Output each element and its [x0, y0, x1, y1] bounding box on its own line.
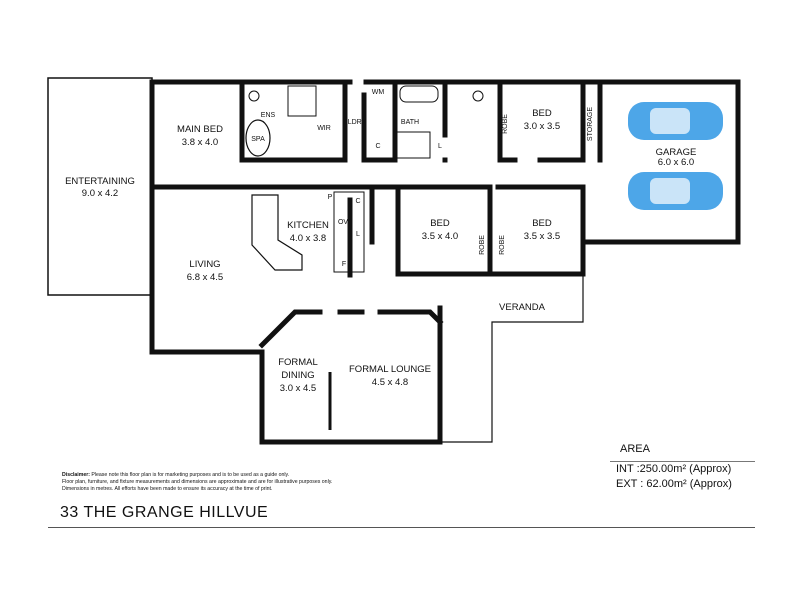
address-title: 33 THE GRANGE HILLVUE — [60, 504, 269, 521]
kitchen-bench — [251, 194, 303, 271]
formal-lounge-label: FORMAL LOUNGE — [349, 364, 431, 375]
bed-top-size: 3.0 x 3.5 — [524, 121, 560, 132]
area-title: AREA — [620, 443, 650, 455]
entertaining-size: 9.0 x 4.2 — [82, 188, 118, 199]
living-size: 6.8 x 4.5 — [187, 272, 223, 283]
veranda-label: VERANDA — [499, 302, 546, 313]
formal-lounge-size: 4.5 x 4.8 — [372, 377, 408, 388]
garage-label: GARAGE — [656, 147, 697, 158]
toilet-bath — [472, 90, 484, 102]
disclaimer-text2: Floor plan, furniture, and fixture measu… — [62, 479, 333, 485]
spa-bath — [245, 119, 271, 157]
kitchen-cupboard-label: C — [355, 198, 360, 205]
ens-label: ENS — [261, 112, 276, 119]
oven-label: OV — [338, 219, 348, 226]
bed-top-label: BED — [532, 108, 552, 119]
living-label: LIVING — [189, 259, 220, 270]
bed-right-size: 3.5 x 3.5 — [524, 231, 560, 242]
disclaimer-text1: Please note this floor plan is for marke… — [89, 472, 290, 478]
formal-dining-line1: FORMAL — [278, 357, 318, 368]
fridge-label: F — [342, 261, 346, 268]
disclaimer-text3: Dimensions in metres. All efforts have b… — [62, 486, 273, 492]
kitchen-linen-label: L — [356, 231, 360, 238]
bathtub — [399, 85, 439, 103]
bed-mid-label: BED — [430, 218, 450, 229]
disclaimer: Disclaimer: Please note this floor plan … — [62, 472, 382, 493]
garage-size: 6.0 x 6.0 — [658, 157, 694, 168]
formal-angled-wall — [258, 309, 444, 349]
kitchen-size: 4.0 x 3.8 — [290, 233, 326, 244]
shower-ens — [287, 85, 317, 117]
kitchen-cabinets — [333, 191, 365, 273]
car-top — [628, 102, 723, 140]
title-underline — [48, 527, 755, 528]
entertaining-label: ENTERTAINING — [65, 176, 135, 187]
area-ext: EXT : 62.00m² (Approx) — [616, 478, 732, 490]
ldry-label: LDRY — [348, 119, 367, 126]
veranda-outline — [440, 274, 584, 443]
bath-label: BATH — [401, 119, 419, 126]
car-bottom — [628, 172, 723, 210]
bath-linen-label: L — [438, 143, 442, 150]
formal-dining-line2: DINING — [281, 370, 314, 381]
disclaimer-label: Disclaimer: — [62, 472, 90, 478]
internal-walls-mid — [297, 184, 586, 278]
area-divider — [610, 461, 755, 462]
bed-mid-size: 3.5 x 4.0 — [422, 231, 458, 242]
area-int: INT :250.00m² (Approx) — [616, 463, 732, 475]
toilet-ens — [248, 90, 260, 102]
bed-right-label: BED — [532, 218, 552, 229]
area-summary: AREA INT :250.00m² (Approx) EXT : 62.00m… — [610, 443, 755, 492]
formal-dining-size: 3.0 x 4.5 — [280, 383, 316, 394]
shower-bath — [394, 131, 431, 159]
robe-mid1-label: ROBE — [479, 235, 486, 255]
robe-mid2-label: ROBE — [499, 235, 506, 255]
storage-label: STORAGE — [587, 107, 594, 141]
kitchen-label: KITCHEN — [287, 220, 329, 231]
pantry-label: P — [328, 194, 333, 201]
ldry-cupboard-label: C — [375, 143, 380, 150]
main-bed-size: 3.8 x 4.0 — [182, 137, 218, 148]
wir-label: WIR — [317, 125, 331, 132]
wm-label: WM — [372, 89, 385, 96]
main-bed-label: MAIN BED — [177, 124, 223, 135]
internal-walls-top — [239, 79, 603, 163]
robe-top-label: ROBE — [502, 114, 509, 134]
spa-label: SPA — [251, 136, 265, 143]
